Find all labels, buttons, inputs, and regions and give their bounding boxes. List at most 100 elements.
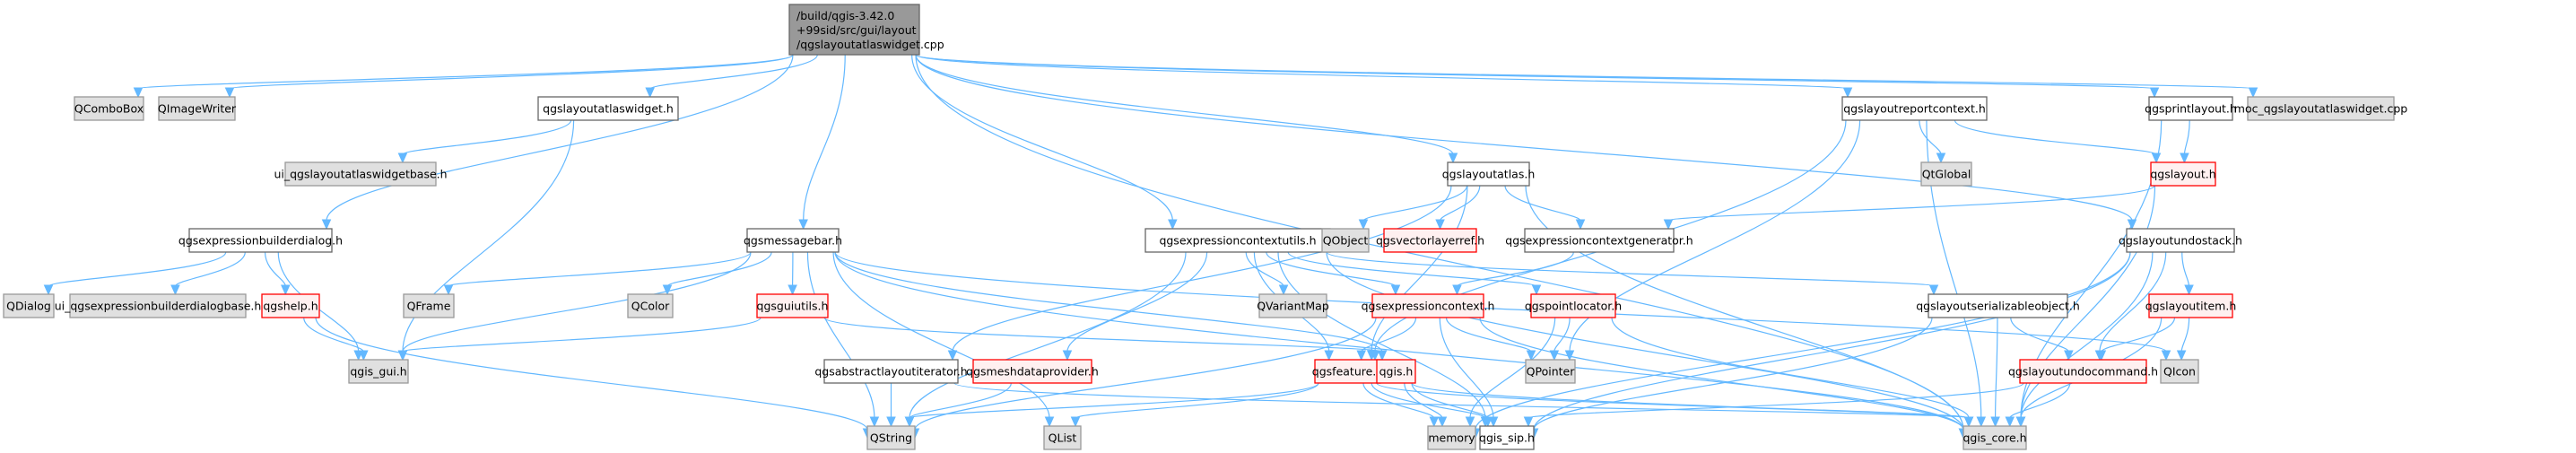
edge-root-to-qimagewriter [224, 54, 794, 99]
node-ui-qgsexpressionbuilderdialogbase-h: ui_qgsexpressionbuilderdialogbase.h [55, 293, 262, 318]
node-qgsprintlayout-h[interactable]: qgsprintlayout.h [2145, 96, 2237, 121]
node-label: ui_qgsexpressionbuilderdialogbase.h [55, 300, 262, 313]
node-qgsmessagebar-h[interactable]: qgsmessagebar.h [744, 228, 842, 253]
edge-qgsexpressioncontext-to-qgis-sip [1439, 317, 1499, 428]
edge-line [915, 54, 2254, 90]
arrowhead [397, 152, 408, 164]
node-qgslayoutreportcontext-h[interactable]: qgslayoutreportcontext.h [1841, 96, 1988, 121]
node-label: qgsmessagebar.h [744, 234, 842, 248]
edge-line [448, 251, 752, 287]
node-qgslayoutatlas-h[interactable]: qgslayoutatlas.h [1442, 161, 1536, 187]
arrowhead [1358, 219, 1369, 231]
arrowhead [1663, 219, 1674, 231]
node-box [1841, 96, 1988, 121]
edge-qgsexpressioncontext-to-qpointer [1445, 317, 1536, 362]
edge-line [909, 382, 1319, 419]
node-label: qgspointlocator.h [1525, 300, 1622, 313]
edge-line [834, 251, 1964, 431]
edges-layer [43, 54, 2258, 440]
node-label: qgslayout.h [2150, 168, 2215, 181]
edge-line [1075, 382, 1319, 419]
edge-line [2101, 317, 2176, 353]
arrowhead [904, 416, 915, 428]
arrowhead [281, 284, 291, 296]
arrowhead [170, 284, 180, 296]
edge-qgspointlocator-to-memory [1465, 317, 1556, 428]
node-qgshelp-h[interactable]: qgshelp.h [261, 293, 320, 318]
node-box [2148, 293, 2233, 318]
edge-line [1469, 317, 1556, 419]
node-label: qgslayoutundocommand.h [2008, 365, 2158, 379]
arrowhead [2161, 350, 2171, 362]
arrowhead [869, 416, 880, 428]
node-box [69, 293, 247, 318]
node-label: qgsexpressioncontextutils.h [1159, 234, 1316, 248]
node-label: QObject [1323, 234, 1369, 248]
node-label: QFrame [407, 300, 451, 313]
node-label: qgslayoutserializableobject.h [1916, 300, 2080, 313]
node-box [756, 293, 829, 318]
node-qgslayoutundostack-h[interactable]: qgslayoutundostack.h [2119, 228, 2242, 253]
node-qgsexpressionbuilderdialog-h[interactable]: qgsexpressionbuilderdialog.h [178, 228, 343, 253]
node-qgsmeshdataprovider-h[interactable]: qgsmeshdataprovider.h [966, 359, 1099, 384]
edge-qgsprintlayout-to-qgslayout [2180, 119, 2190, 164]
edge-line [402, 317, 761, 353]
node-qobject: QObject [1321, 228, 1370, 253]
arrowhead [1523, 416, 1534, 428]
node-label: memory [1428, 431, 1475, 445]
edge-qgsexpressioncontextutils-to-qgis-core [1326, 251, 1969, 440]
arrowhead [2149, 87, 2160, 99]
edge-line [911, 54, 1173, 222]
edge-qgsabstractlayoutiterator-to-qstring [886, 382, 896, 428]
node-qframe: QFrame [403, 293, 455, 318]
arrowhead [1526, 350, 1536, 362]
edge-qgsexpressioncontextutils-to-qgsexpressioncontext [1266, 251, 1401, 296]
edge-line [834, 251, 1383, 353]
node-box [2160, 359, 2199, 384]
edge-line [1287, 251, 1537, 287]
arrowhead [1429, 416, 1440, 428]
node-label: qgsexpressionbuilderdialog.h [178, 234, 343, 248]
edge-root-to-moc [915, 54, 2258, 99]
node-label: QVariantMap [1257, 300, 1329, 313]
arrowhead [1564, 350, 1575, 362]
edge-qgsguiutils-to-qgis-gui [397, 317, 761, 362]
node-box [1258, 293, 1327, 318]
edge-line [915, 54, 2155, 90]
node-box [1524, 228, 1675, 253]
arrowhead [443, 284, 454, 296]
node-qgslayoutatlaswidget-h[interactable]: qgslayoutatlaswidget.h [537, 96, 679, 121]
edge-line [1954, 119, 2157, 155]
node-qgsfeature-h[interactable]: qgsfeature.h [1312, 359, 1383, 384]
edge-qgslayoutserializableobject-to-qgis-sip [1528, 317, 1933, 440]
node-qgslayoutundocommand-h[interactable]: qgslayoutundocommand.h [2008, 359, 2158, 384]
node-box [1928, 293, 2068, 318]
node-box [2019, 359, 2147, 384]
edge-line [1919, 119, 1942, 155]
node-qgsexpressioncontext-h[interactable]: qgsexpressioncontext.h [1362, 293, 1495, 318]
edge-line [1371, 185, 1468, 353]
node-qgsabstractlayoutiterator-h[interactable]: qgsabstractlayoutiterator.h [814, 359, 968, 384]
node-qgsguiutils-h[interactable]: qgsguiutils.h [756, 293, 829, 318]
node-qgsexpressioncontextutils-h[interactable]: qgsexpressioncontextutils.h [1144, 228, 1331, 253]
node-box [866, 425, 916, 450]
node-box [788, 4, 920, 56]
arrowhead [788, 284, 797, 296]
node-qgsvectorlayerref-h[interactable]: qgsvectorlayerref.h [1376, 228, 1484, 253]
edge-root-to-qgsexpressioncontextutils [911, 54, 1178, 231]
node-qgsexpressioncontextgenerator-h[interactable]: qgsexpressioncontextgenerator.h [1505, 228, 1693, 253]
node-qgslayoutitem-h[interactable]: qgslayoutitem.h [2145, 293, 2237, 318]
node-label: qgis_gui.h [350, 365, 406, 379]
arrowhead [1531, 284, 1542, 296]
edge-line [1277, 251, 1486, 419]
node-qgis-h[interactable]: qgis.h [1376, 359, 1416, 384]
arrowhead [1452, 284, 1462, 296]
node-qgis-sip-h[interactable]: qgis_sip.h [1479, 425, 1535, 450]
node-qgslayoutatlaswidget-cpp[interactable]: /build/qgis-3.42.0+99sid/src/gui/layout/… [788, 4, 944, 56]
node-qicon: QIcon [2160, 359, 2199, 384]
node-qgslayout-h[interactable]: qgslayout.h [2150, 161, 2216, 187]
node-qgspointlocator-h[interactable]: qgspointlocator.h [1525, 293, 1622, 318]
node-box [284, 161, 437, 187]
edge-qgsexpressioncontext-to-qgsfeature [1356, 317, 1417, 362]
node-qgslayoutserializableobject-h[interactable]: qgslayoutserializableobject.h [1916, 293, 2080, 318]
